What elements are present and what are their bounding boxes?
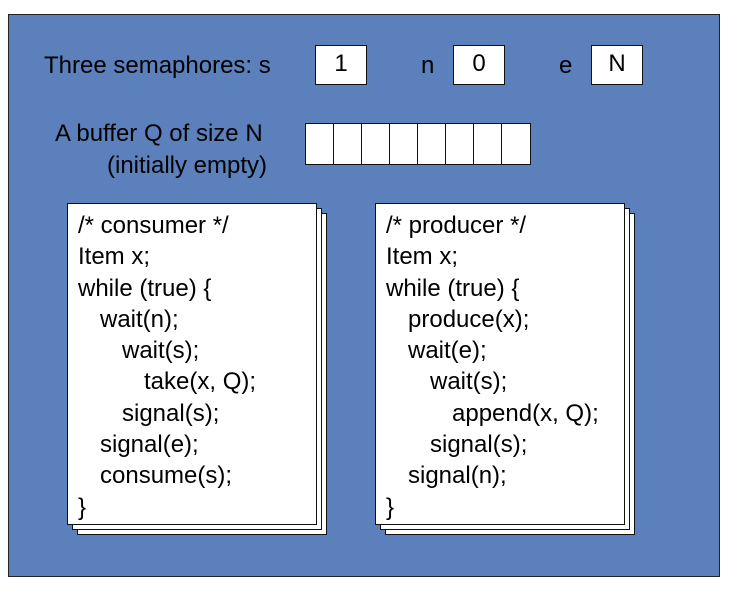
consumer-code-line: wait(s); bbox=[122, 337, 200, 365]
buffer-cell bbox=[502, 124, 530, 164]
diagram-panel: Three semaphores: s 1 n 0 e N A buffer Q… bbox=[8, 14, 720, 577]
buffer-cell bbox=[306, 124, 334, 164]
consumer-code-line: signal(s); bbox=[122, 399, 220, 427]
buffer-cell bbox=[418, 124, 446, 164]
consumer-code-line: consume(s); bbox=[100, 462, 233, 490]
buffer-label-line1: A buffer Q of size N bbox=[55, 120, 263, 147]
consumer-code-line: } bbox=[78, 493, 87, 521]
semaphore-e-box: N bbox=[591, 45, 643, 85]
buffer-label-line2: (initially empty) bbox=[107, 152, 268, 179]
consumer-code-line: /* consumer */ bbox=[78, 212, 229, 239]
consumer-code-line: wait(n); bbox=[100, 305, 179, 333]
producer-code: /* producer */ Item x; while (true) { produ… bbox=[375, 203, 625, 525]
producer-code-line: signal(n); bbox=[408, 462, 507, 490]
semaphore-s-box: 1 bbox=[315, 45, 367, 85]
producer-code-line: /* producer */ bbox=[386, 212, 527, 239]
semaphore-n-box: 0 bbox=[453, 45, 505, 85]
producer-code-line: wait(e); bbox=[408, 337, 487, 365]
consumer-code-line: Item x; bbox=[78, 243, 151, 271]
buffer-cell bbox=[446, 124, 474, 164]
buffer-cell bbox=[362, 124, 390, 164]
producer-code-line: wait(s); bbox=[430, 368, 508, 396]
producer-code-line: signal(s); bbox=[430, 431, 528, 459]
producer-code-sheet: /* producer */ Item x; while (true) { produ… bbox=[375, 203, 635, 535]
producer-code-line: } bbox=[386, 493, 395, 521]
consumer-code-line: signal(e); bbox=[100, 431, 199, 459]
producer-code-line: append(x, Q); bbox=[452, 399, 599, 427]
semaphores-label: Three semaphores: s bbox=[44, 52, 271, 79]
consumer-code: /* consumer */ Item x; while (true) { wait(… bbox=[67, 203, 317, 525]
semaphore-n-label: n bbox=[421, 52, 435, 79]
semaphore-e-label: e bbox=[559, 52, 573, 79]
producer-code-line: produce(x); bbox=[408, 305, 530, 333]
consumer-code-line: take(x, Q); bbox=[144, 368, 257, 396]
buffer-cell bbox=[334, 124, 362, 164]
buffer-cell bbox=[390, 124, 418, 164]
consumer-code-sheet: /* consumer */ Item x; while (true) { wait(… bbox=[67, 203, 327, 535]
buffer-queue bbox=[305, 123, 531, 165]
buffer-cell bbox=[474, 124, 502, 164]
producer-code-line: while (true) { bbox=[386, 274, 520, 302]
consumer-code-line: while (true) { bbox=[78, 274, 212, 302]
producer-code-line: Item x; bbox=[386, 243, 459, 271]
